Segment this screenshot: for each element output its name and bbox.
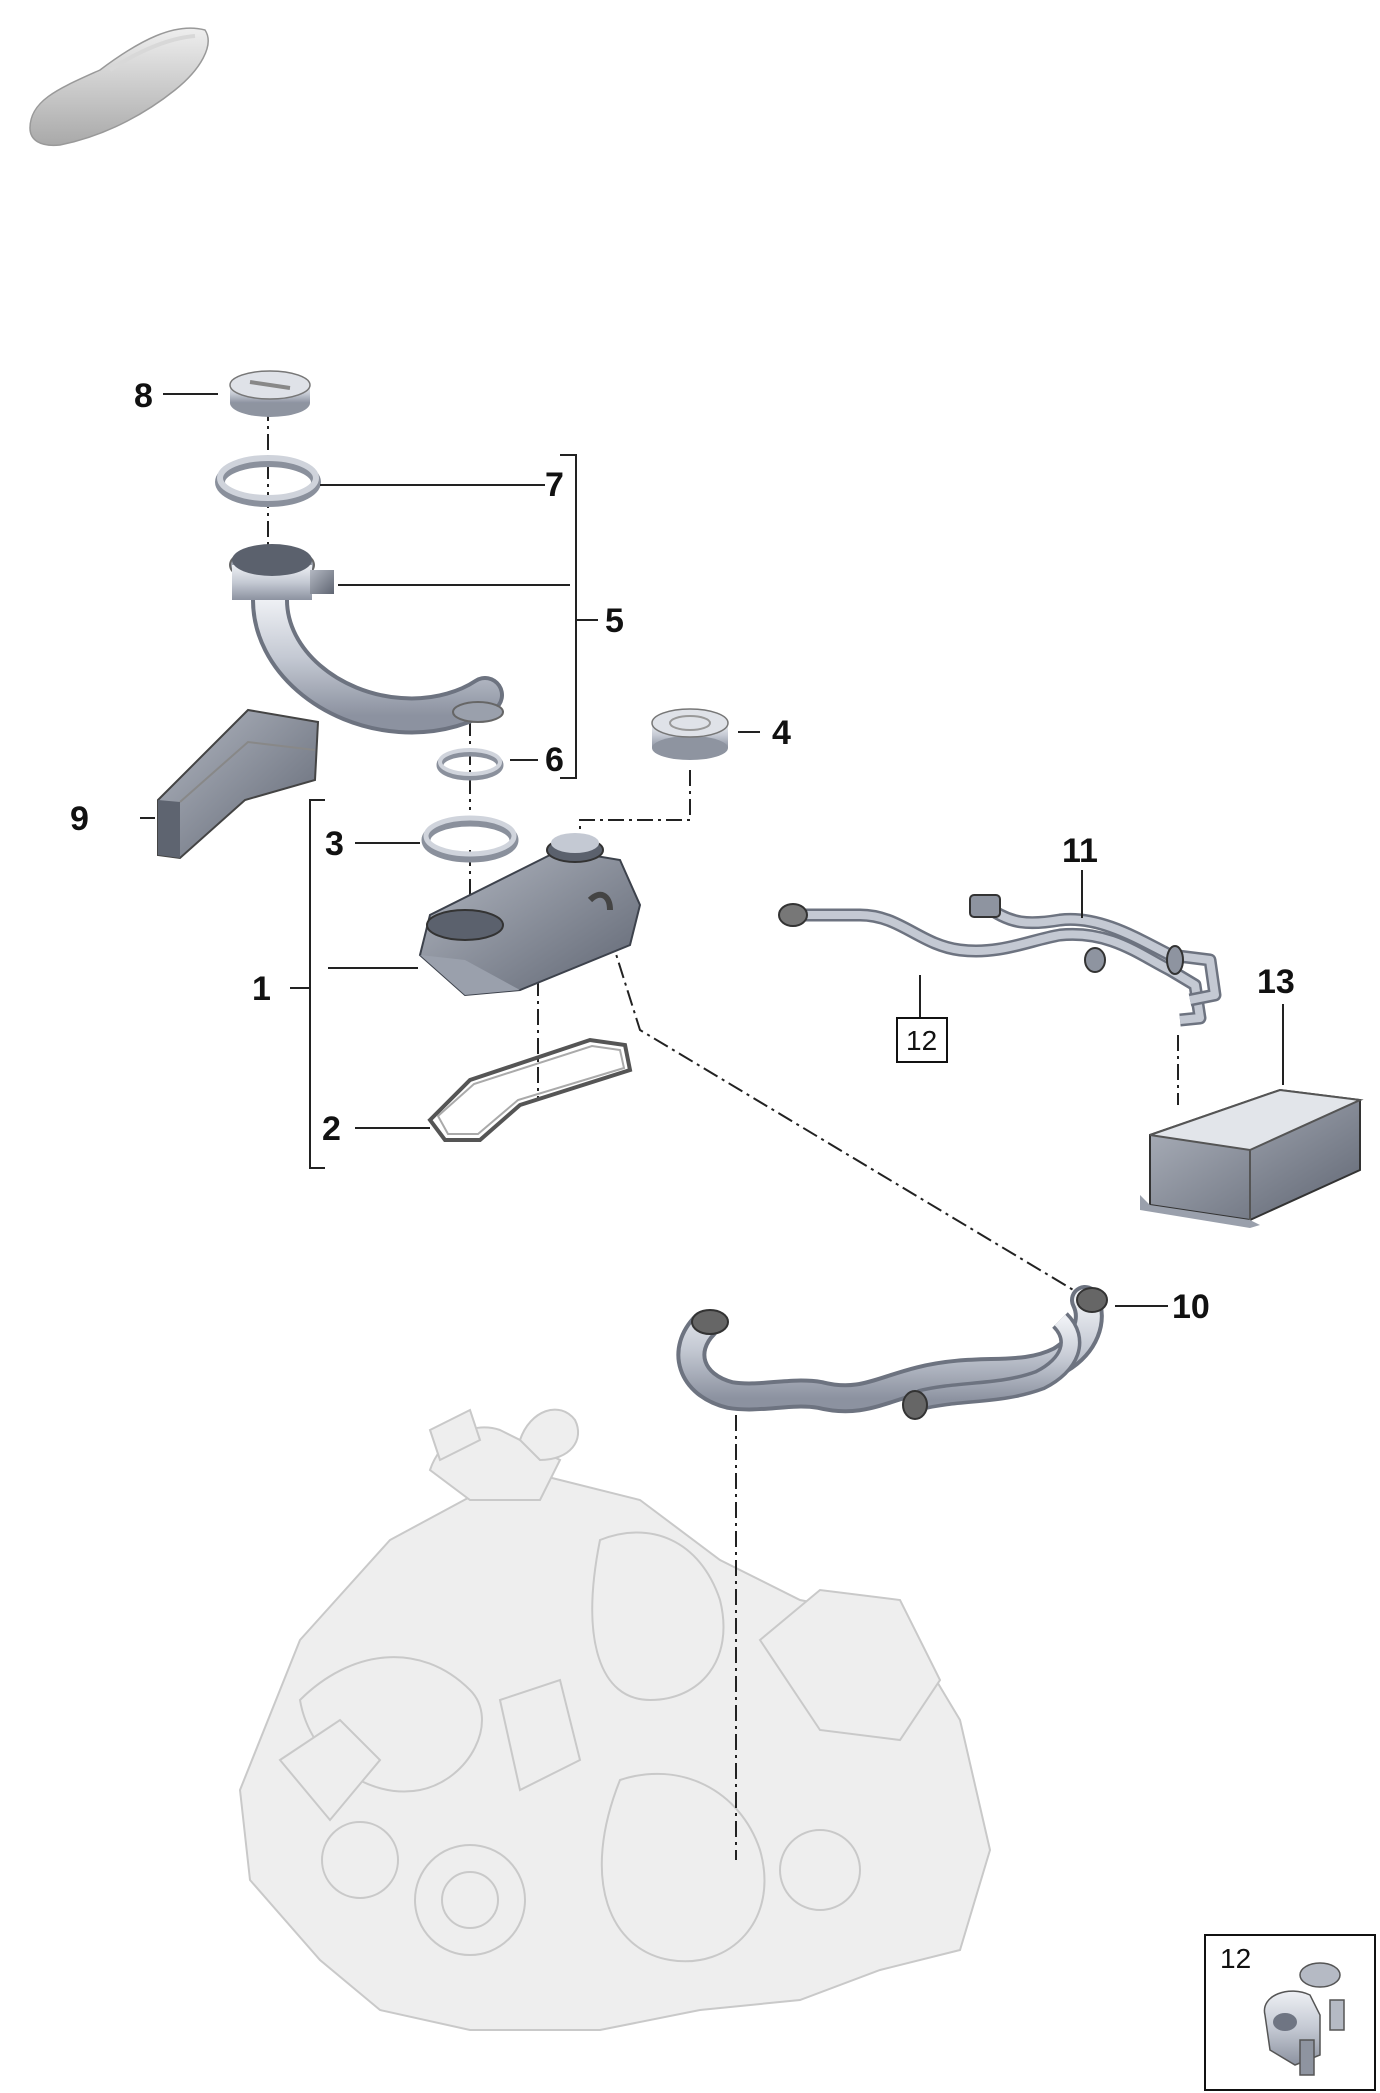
callout-5: 5 (605, 602, 624, 640)
part-4-breather-cap (651, 708, 729, 760)
callout-1: 1 (252, 970, 271, 1008)
part-7-seal-ring (215, 455, 321, 507)
part-3-seal-ring (421, 815, 519, 863)
part-8-filler-cap (229, 370, 311, 417)
callout-3: 3 (325, 825, 344, 863)
callout-12: 12 (906, 1025, 937, 1056)
callout-2: 2 (322, 1110, 341, 1148)
part-11-coolant-pipes (778, 894, 1222, 1027)
callout-labels: 8 7 5 6 4 9 3 1 2 10 11 13 (70, 377, 1295, 1326)
callout-7: 7 (545, 466, 564, 504)
inset-label: 12 (1220, 1943, 1251, 1974)
callout-10: 10 (1172, 1288, 1210, 1326)
callout-11: 11 (1062, 832, 1098, 870)
callout-9: 9 (70, 800, 89, 838)
part-6-small-ring (436, 748, 504, 781)
callout-13: 13 (1257, 963, 1295, 1001)
clip-icon (1263, 1962, 1345, 2076)
callout-6: 6 (545, 741, 564, 779)
part-13-oil-cooler (1140, 1088, 1364, 1228)
callout-8: 8 (134, 377, 153, 415)
callout-12-box: 12 (896, 1017, 948, 1063)
callout-4: 4 (772, 714, 791, 752)
part-2-gasket (427, 1037, 633, 1142)
car-thumbnail-icon (29, 27, 209, 147)
part-10-coolant-hose (676, 1285, 1108, 1420)
part-5-filler-neck (229, 544, 504, 735)
engine-ghost-illustration (238, 1408, 992, 2031)
leader-lines (140, 393, 1284, 1307)
part-9-heat-shield (157, 708, 320, 860)
part-1-oil-separator (418, 833, 642, 997)
inset-clip-detail: 12 (1204, 1934, 1376, 2091)
